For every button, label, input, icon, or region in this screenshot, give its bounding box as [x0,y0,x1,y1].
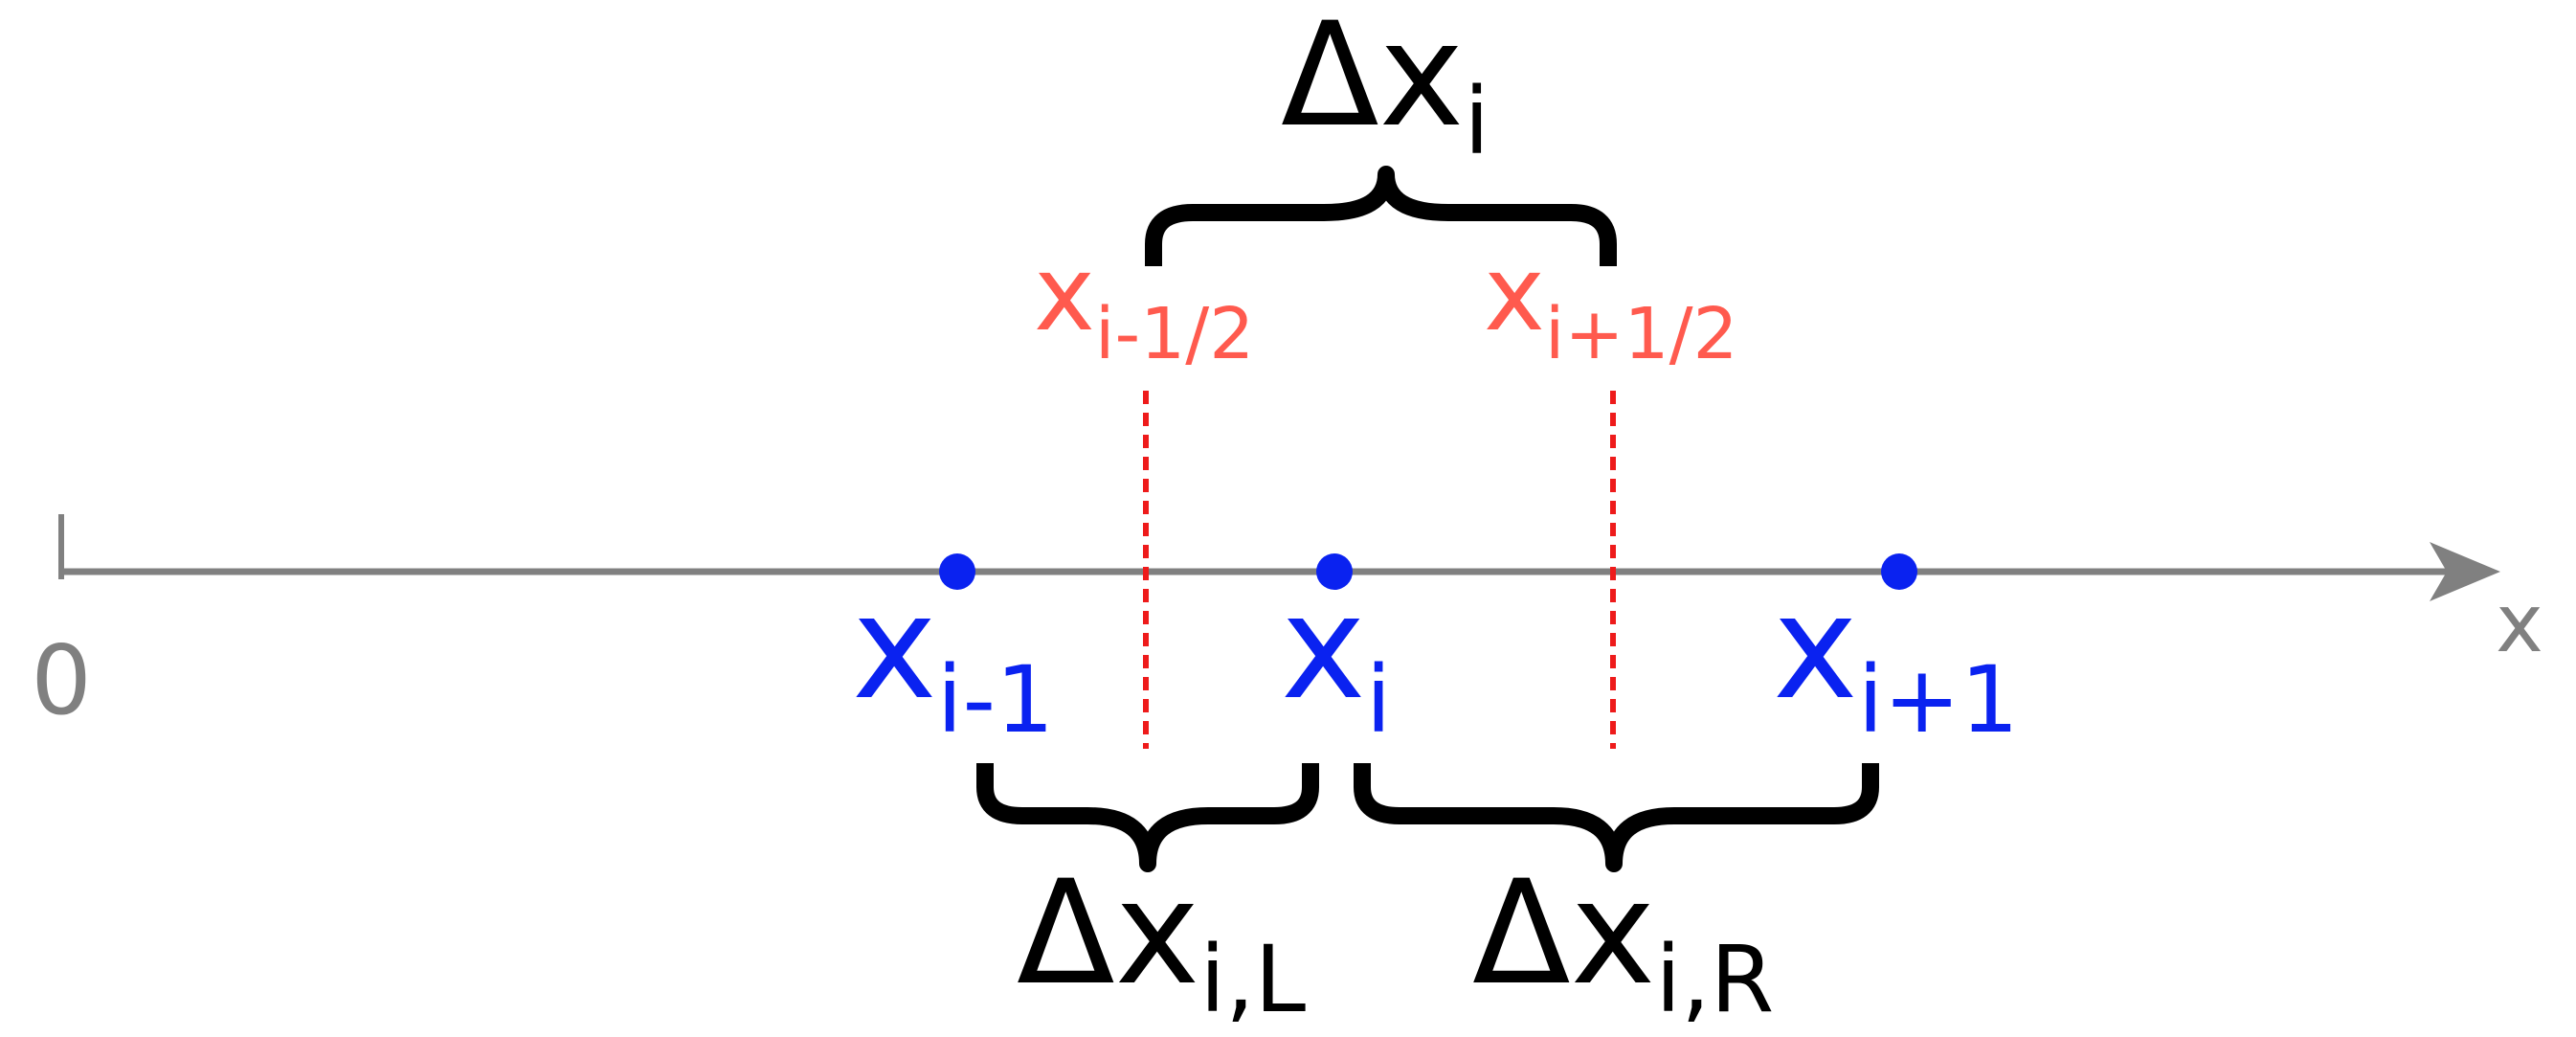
interface-labels: xi-1/2 xi+1/2 [1034,235,1738,375]
width-labels: Δxi Δxi,L Δxi,R [1017,0,1774,1033]
interface-lines [1143,391,1616,749]
point-label-subscript: i-1 [937,646,1054,754]
interface-label-i-plus-half: xi+1/2 [1484,235,1738,375]
left-width-brace [976,763,1319,872]
point-label-subscript: i [1366,646,1392,754]
interface-label-base: x [1484,235,1545,354]
point-label-base: x [852,565,937,732]
width-label-base: x [1379,0,1465,159]
axis-variable-label: x [2496,576,2543,670]
right-width-label: Δxi,R [1472,850,1774,1033]
width-label-subscript: i [1464,68,1490,175]
axis-arrowhead [2430,542,2500,601]
point-labels: xi-1 xi xi+1 [852,565,2019,754]
delta-symbol: Δ [1017,850,1115,1017]
interface-label-base: x [1034,235,1095,354]
point-label-i-minus-1: xi-1 [852,565,1054,754]
point-label-i-plus-1: xi+1 [1773,565,2019,754]
point-label-i: xi [1281,565,1391,754]
x-axis: 0 x [31,514,2543,736]
point-label-subscript: i+1 [1858,646,2019,754]
point-marker-i-minus-1 [939,553,975,590]
cell-width-brace [1145,166,1617,266]
interface-label-subscript: i-1/2 [1095,293,1254,375]
delta-symbol: Δ [1472,850,1571,1017]
origin-label: 0 [31,624,92,736]
width-label-base: x [1115,850,1200,1017]
interface-label-subscript: i+1/2 [1545,293,1738,375]
width-label-subscript: i,L [1199,926,1306,1033]
point-label-base: x [1281,565,1366,732]
delta-symbol: Δ [1281,0,1379,159]
point-marker-i [1316,553,1353,590]
cell-width-label: Δxi [1281,0,1490,175]
grid-points [939,553,1917,590]
width-label-subscript: i,R [1655,926,1774,1033]
point-marker-i-plus-1 [1881,553,1917,590]
point-label-base: x [1773,565,1858,732]
right-width-brace [1354,763,1879,872]
interface-label-i-minus-half: xi-1/2 [1034,235,1254,375]
width-label-base: x [1571,850,1656,1017]
left-width-label: Δxi,L [1017,850,1306,1033]
